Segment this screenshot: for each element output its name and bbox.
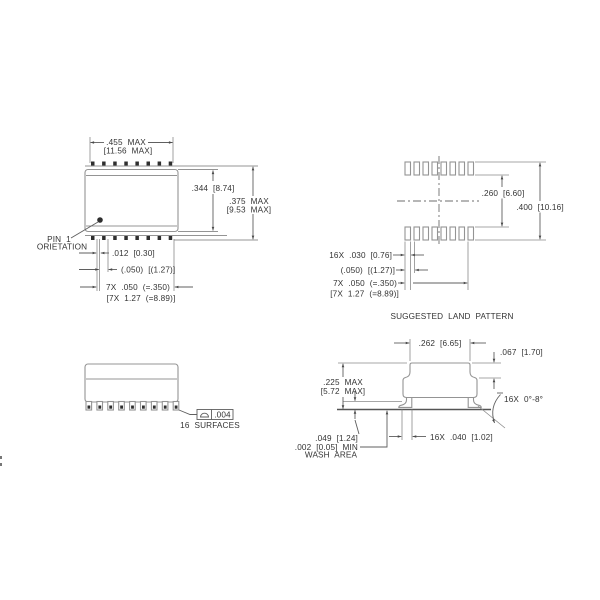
dim-foot-length-text: 16X .040 [1.02] [430, 433, 493, 442]
dim-top-width-mm: [11.56 MAX] [104, 147, 153, 156]
flatness-value: .004 [214, 411, 231, 420]
dim-row-gap: .260 [6.60] [482, 175, 525, 227]
dim-pad-span-mm: [7X 1.27 (=8.89)] [330, 290, 399, 299]
package-body-outline [84, 168, 179, 233]
dim-pad-pitch-text: (.050) [(1.27)] [341, 266, 395, 275]
land-pattern-caption: SUGGESTED LAND PATTERN [390, 312, 513, 321]
dim-total-height: .375 MAX [9.53 MAX] [227, 166, 272, 240]
dim-lead-span-in: 7X .050 (=.350) [106, 283, 170, 292]
end-lead-right [467, 397, 482, 408]
land-pad-row-top [404, 161, 475, 176]
dim-body-height: .344 [8.74] [192, 170, 235, 231]
dim-lead-angle-text: 16X 0°-8° [504, 395, 543, 404]
dim-row-gap-text: .260 [6.60] [482, 189, 525, 198]
pin1-leader [70, 221, 99, 239]
dim-body-height-text: .344 [8.74] [192, 184, 235, 193]
dim-lead-pitch-text: (.050) [(1.27)] [121, 266, 175, 275]
dim-row-span-text: .400 [10.16] [516, 203, 564, 212]
end-lead-left [398, 397, 413, 408]
dim-lead-span-mm: [7X 1.27 (=8.89)] [107, 294, 176, 303]
dim-foot-length: 16X .040 [1.02] [389, 409, 493, 442]
dim-mesa-width: .262 [6.65] [394, 339, 486, 361]
dim-lead-height: .049 [1.24] [315, 391, 360, 443]
pin1-label-line2: ORIETATION [37, 243, 87, 252]
flatness-callout: .004 [178, 409, 234, 420]
dim-wash-line1: .002 [0.05] MIN [295, 443, 358, 452]
dim-top-width: .455 MAX [11.56 MAX] [89, 137, 174, 163]
dim-step-height: .067 [1.70] [472, 348, 543, 389]
dim-wash-line2: WASH AREA [305, 451, 358, 460]
dim-lead-span: 7X .050 (=.350) [7X 1.27 (=8.89)] [80, 283, 193, 303]
dim-pad-span-in: 7X .050 (=.350) [333, 279, 397, 288]
dim-pad-width: 16X .030 [0.76] [329, 251, 424, 260]
dim-lead-height-text: .049 [1.24] [315, 434, 358, 443]
dim-pad-width-text: 16X .030 [0.76] [329, 251, 392, 260]
end-body-outline [402, 362, 478, 399]
flatness-frame [196, 409, 234, 420]
dim-lead-width-text: .012 [0.30] [112, 249, 155, 258]
dim-overall-height-mm: [5.72 MAX] [321, 387, 366, 396]
dim-wash-area: .002 [0.05] MIN WASH AREA [295, 410, 389, 460]
dim-lead-pitch: (.050) [(1.27)] [79, 266, 175, 275]
suggested-land-pattern-view: .260 [6.60] .400 [10.16] 16X .030 [0.76]… [329, 156, 564, 321]
seating-plane-symbol-icon [200, 412, 209, 418]
side-lead-row [85, 400, 180, 411]
dim-overall-height: .225 MAX [5.72 MAX] [321, 363, 366, 409]
dim-pad-pitch: (.050) [(1.27)] [341, 266, 428, 275]
edge-artifact [0, 456, 2, 466]
side-body-outline [84, 363, 179, 403]
dim-lead-angle: 16X 0°-8° [477, 392, 543, 429]
pin1-dot [97, 217, 103, 223]
surfaces-label: 16 SURFACES [180, 421, 240, 430]
dim-total-height-mm: [9.53 MAX] [227, 206, 272, 215]
pin1-label-line1: PIN 1 [47, 235, 71, 244]
dim-pad-span: 7X .050 (=.350) [7X 1.27 (=8.89)] [330, 279, 468, 299]
dim-lead-width: .012 [0.30] [79, 249, 155, 258]
package-top-view: PIN 1 ORIETATION .455 MAX [11.56 MAX] .3… [37, 137, 271, 303]
dim-overall-height-in: .225 MAX [323, 378, 363, 387]
package-end-view: .262 [6.65] .067 [1.70] .225 MAX [5.72 M… [295, 339, 543, 460]
dim-top-width-in: .455 MAX [106, 138, 146, 147]
dim-row-span: .400 [10.16] [516, 162, 564, 240]
dim-mesa-width-text: .262 [6.65] [419, 339, 462, 348]
land-pad-row-bottom [404, 226, 475, 241]
dim-step-height-text: .067 [1.70] [500, 348, 543, 357]
package-side-view: .004 16 SURFACES [84, 363, 240, 430]
dim-total-height-in: .375 MAX [229, 197, 269, 206]
